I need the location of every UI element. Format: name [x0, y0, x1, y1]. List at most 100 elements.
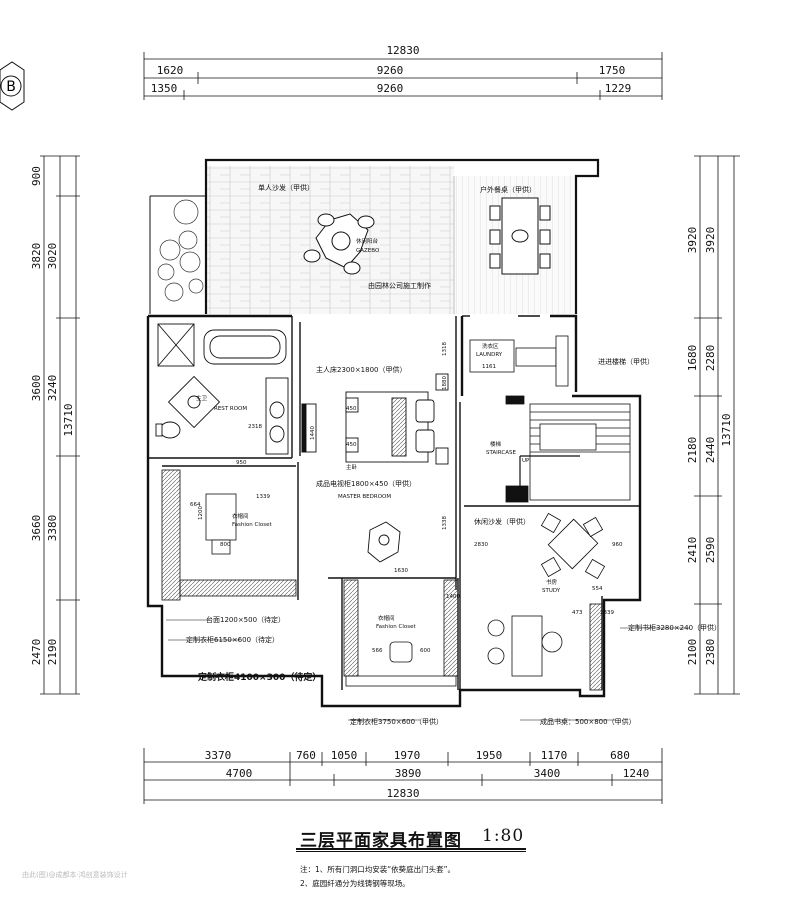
dim-bot-r2-3: 1240	[623, 767, 650, 780]
dim-left-i0: 3020	[46, 243, 59, 270]
num-2830: 2830	[474, 542, 488, 548]
label-desk: 成品书桌：500×800（甲供）	[540, 717, 636, 726]
bathroom-fixtures	[155, 323, 289, 455]
num-554: 554	[592, 586, 603, 592]
label-terrace-right: 户外餐桌（甲供）	[480, 185, 536, 194]
dim-top-total: 12830	[386, 44, 419, 57]
note-2: 2、庭园纤通分为线铸钢等现场。	[300, 879, 410, 888]
label-bedroom: 主卧	[346, 463, 358, 471]
dim-right-o4: 2100	[686, 639, 699, 666]
label-terrace-note: 由园林公司施工制作	[368, 281, 431, 290]
num-1440: 1440	[310, 426, 316, 440]
num-800: 800	[220, 542, 231, 548]
num-960: 960	[612, 542, 623, 548]
dim-bot-r1-1: 760	[296, 749, 316, 762]
num-2339: 2339	[600, 610, 614, 616]
num-1339: 1339	[256, 494, 270, 500]
label-stair: 楼梯	[490, 440, 502, 448]
dim-left-o2: 3600	[30, 375, 43, 402]
label-laundry-en: LAUNDRY	[476, 352, 503, 358]
dim-right-o1: 1680	[686, 345, 699, 372]
dim-bot-r2-0: 4700	[226, 767, 253, 780]
dim-left-i2: 3380	[46, 515, 59, 542]
dim-bot-r1-6: 680	[610, 749, 630, 762]
label-wardrobe-en: Fashion Closet	[232, 522, 272, 528]
dim-top-r1-0: 1620	[157, 64, 184, 77]
label-closet2: 衣帽间	[378, 614, 395, 622]
dim-top-r1-1: 9260	[377, 64, 404, 77]
num-600: 600	[420, 648, 431, 654]
label-wardrobe-main: 定制衣柜4100×300（待定）	[197, 671, 321, 683]
label-terrace-left: 单人沙发（甲供）	[258, 183, 314, 192]
badge-letter: B	[6, 79, 16, 95]
label-laundry: 洗衣区	[482, 342, 499, 350]
right-dim-texts: 3920 3920 1680 2280 13710 2180 2440 2410…	[686, 227, 733, 666]
label-up: UP	[522, 458, 530, 464]
dim-bot-r1-2: 1050	[331, 749, 358, 762]
terrace	[149, 158, 600, 314]
num-664: 664	[190, 502, 201, 508]
label-gazebo-en: GAZEBO	[356, 248, 380, 254]
dim-left-o0: 900	[30, 166, 43, 186]
dim-right-i0: 3920	[704, 227, 717, 254]
dim-left-i1: 3240	[46, 375, 59, 402]
label-wardrobe: 衣帽间	[232, 512, 249, 520]
label-tv-cabinet: 成品电视柜1800×450（甲供）	[316, 479, 416, 488]
watermark: 由此(图)@成都本·鸿创意装饰设计	[22, 871, 128, 879]
num-1400: 1400	[446, 594, 460, 600]
dim-left-i3: 2190	[46, 639, 59, 666]
num-1318: 1318	[442, 342, 448, 356]
dim-right-total: 13710	[720, 413, 733, 446]
closet-left	[161, 469, 297, 601]
title-underline	[296, 848, 526, 850]
label-bedroom-en: MASTER BEDROOM	[338, 494, 391, 500]
top-dimensions	[143, 52, 663, 100]
dim-bot-r1-3: 1970	[394, 749, 421, 762]
dim-right-o2: 2180	[686, 437, 699, 464]
study-furniture	[487, 512, 606, 691]
staircase	[505, 403, 631, 503]
left-dim-texts: 900 3820 3020 3600 3240 13710 3660 3380 …	[30, 166, 75, 665]
dim-right-i3: 2590	[704, 537, 717, 564]
dim-bot-r2-2: 3400	[534, 767, 561, 780]
num-950: 950	[236, 460, 247, 466]
dim-right-i1: 2280	[704, 345, 717, 372]
dim-right-o0: 3920	[686, 227, 699, 254]
dim-bot-r1-0: 3370	[205, 749, 232, 762]
label-wardrobe-custom: 定制衣柜6150×600（待定）	[186, 635, 279, 644]
label-study: 书房	[546, 578, 558, 586]
label-lounge: 休闲沙发（甲供）	[474, 517, 530, 526]
dim-left-o3: 3660	[30, 515, 43, 542]
dim-left-total: 13710	[62, 403, 75, 436]
armchair	[367, 521, 401, 563]
label-closet2-en: Fashion Closet	[376, 624, 416, 630]
closet-lower	[343, 579, 459, 687]
label-closet-cabinet: 定制衣柜3750×600（甲供）	[350, 717, 443, 726]
dim-right-i4: 2380	[704, 639, 717, 666]
num-473: 473	[572, 610, 583, 616]
num-1200: 1200	[198, 506, 204, 520]
left-dimensions	[40, 155, 80, 695]
plant-group	[157, 199, 204, 302]
dim-top-r1-2: 1750	[599, 64, 626, 77]
label-stair-en: STAIRCASE	[486, 450, 516, 456]
bottom-dimensions	[143, 748, 663, 804]
dim-right-o3: 2410	[686, 537, 699, 564]
dim-top-r2-1: 9260	[377, 82, 404, 95]
drawing-scale: 1:80	[482, 826, 525, 846]
master-bed	[301, 373, 449, 465]
dim-bot-r2-1: 3890	[395, 767, 422, 780]
dim-top-r2-0: 1350	[151, 82, 178, 95]
drawing-title: 三层平面家具布置图	[300, 831, 462, 851]
num-1880: 1880	[442, 376, 448, 390]
num-450b: 450	[346, 442, 357, 448]
note-1: 注：1、所有门洞口均安装“依葵庭出门头套”。	[300, 865, 456, 874]
dim-top-r2-2: 1229	[605, 82, 632, 95]
num-1161: 1161	[482, 364, 496, 370]
outdoor-dining-table	[489, 197, 551, 275]
dim-bot-r1-5: 1170	[541, 749, 568, 762]
label-desk-table: 台面1200×500（待定）	[206, 615, 285, 624]
label-study-en: STUDY	[542, 588, 561, 594]
label-bookshelf: 定制书柜3280×240（甲供）	[628, 623, 721, 632]
